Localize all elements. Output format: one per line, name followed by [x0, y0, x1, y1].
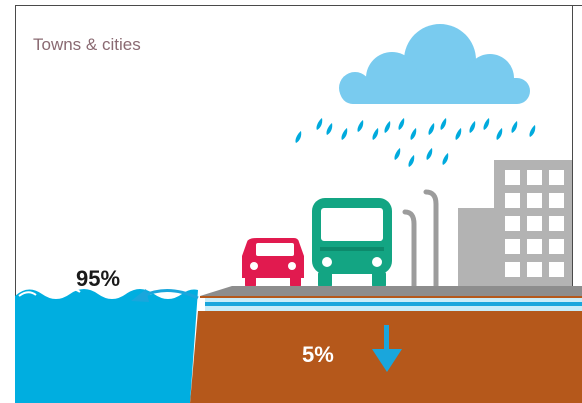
rain-drop	[440, 118, 447, 130]
rain-drop	[496, 128, 503, 140]
diagram-title: Towns & cities	[33, 35, 141, 54]
runoff-arrow-icon	[131, 289, 199, 302]
rain-drop	[372, 128, 379, 140]
rain-drop	[426, 148, 433, 160]
cloud-icon	[339, 24, 530, 104]
rain-drop	[469, 121, 476, 133]
rain-drop	[408, 155, 415, 167]
rain-drop	[394, 148, 401, 160]
rain-drop	[384, 121, 391, 133]
water-body	[15, 289, 198, 403]
runoff-percent-label: 95%	[76, 266, 121, 291]
rain-drop	[316, 118, 323, 130]
rain-drop	[341, 128, 348, 140]
drainage-pipe	[205, 298, 582, 311]
street-lamp-icon	[402, 189, 439, 291]
rain-drops	[295, 118, 536, 167]
infiltration-arrow-icon	[372, 325, 402, 372]
rain-drop	[483, 118, 490, 130]
rain-drop	[455, 128, 462, 140]
bus-icon	[312, 198, 392, 287]
office-building-icon	[458, 160, 572, 288]
rain-drop	[442, 153, 449, 165]
rain-drop	[295, 131, 302, 143]
rain-drop	[326, 123, 333, 135]
rain-drop	[357, 120, 364, 132]
infiltration-percent-label: 5%	[302, 342, 334, 367]
road-surface	[200, 286, 582, 298]
car-icon	[242, 238, 304, 287]
water-wave-crest	[18, 288, 171, 297]
rain-drop	[398, 118, 405, 130]
rain-drop	[529, 125, 536, 137]
rain-drop	[511, 121, 518, 133]
rain-drop	[410, 128, 417, 140]
rain-drop	[428, 123, 435, 135]
